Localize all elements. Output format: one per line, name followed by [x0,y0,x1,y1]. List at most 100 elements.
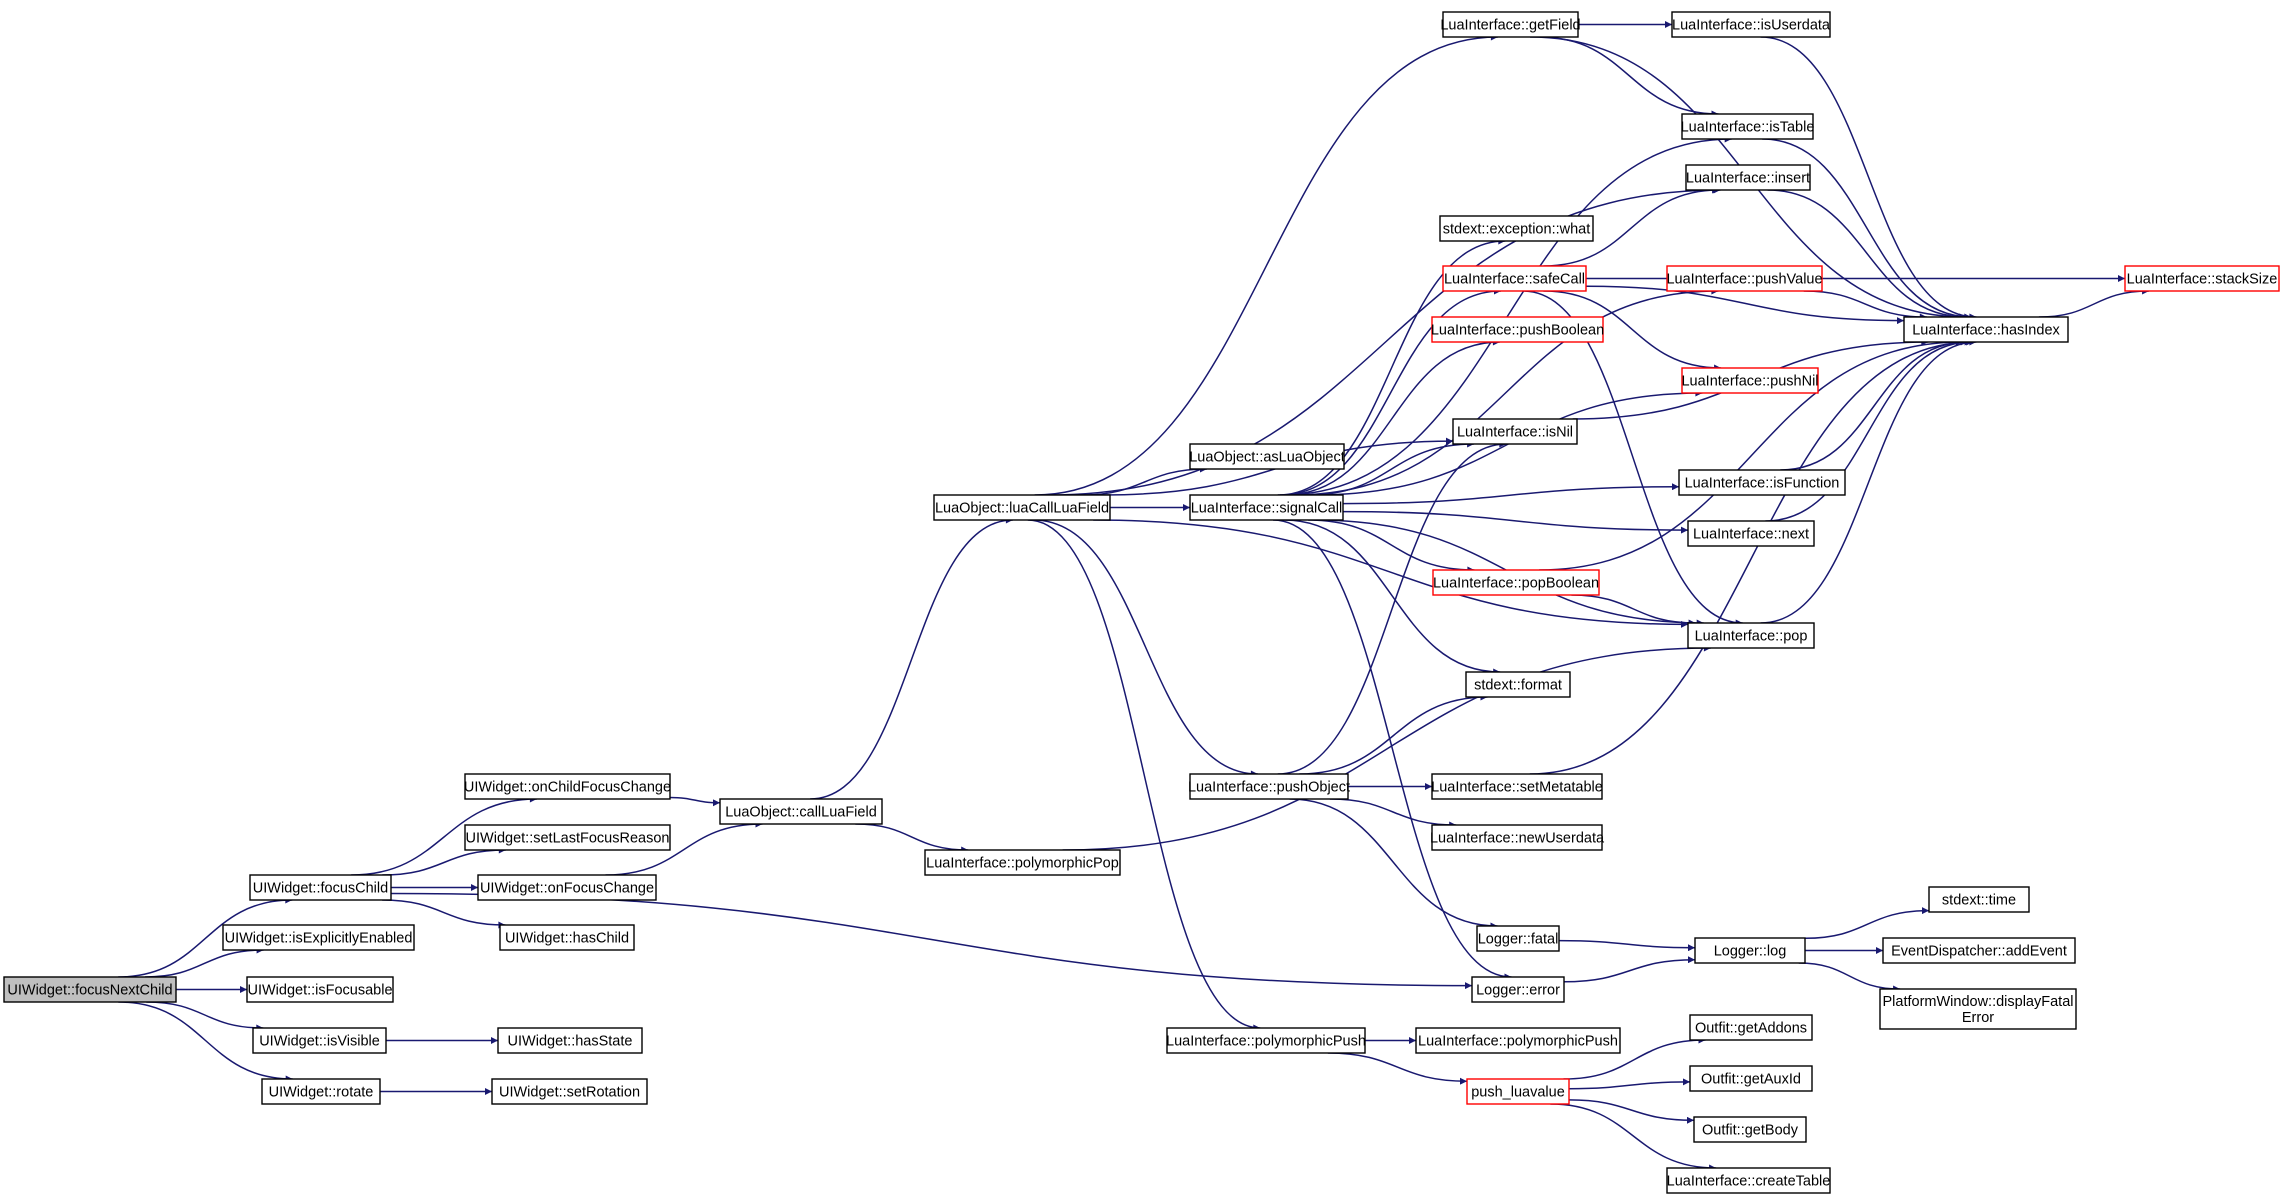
node-n13[interactable]: LuaInterface::polymorphicPop [924,849,1121,876]
node-n48[interactable]: EventDispatcher::addEvent [1882,937,2076,964]
node-n14[interactable]: LuaObject::luaCallLuaField [933,494,1111,521]
node-box[interactable] [1166,1027,1366,1054]
node-n11[interactable]: UIWidget::setRotation [491,1078,648,1105]
node-n23[interactable]: LuaInterface::isNil [1452,418,1578,445]
node-box[interactable] [1189,443,1345,470]
node-box[interactable] [1687,520,1815,547]
node-n46[interactable]: LuaInterface::stackSize [2124,265,2280,292]
node-box[interactable] [1666,1167,1831,1194]
node-n30[interactable]: LuaInterface::polymorphicPush [1415,1027,1621,1054]
node-n35[interactable]: LuaInterface::pushValue [1666,265,1823,292]
node-n40[interactable]: Logger::log [1694,937,1806,964]
node-box[interactable] [1431,824,1603,851]
node-n10[interactable]: UIWidget::hasState [497,1027,643,1054]
node-n18[interactable]: LuaInterface::polymorphicPush [1166,1027,1366,1054]
node-box[interactable] [1689,1014,1813,1041]
node-n25[interactable]: stdext::format [1465,671,1571,698]
node-n12[interactable]: LuaObject::callLuaField [719,798,883,825]
node-box[interactable] [464,824,671,851]
node-box[interactable] [499,924,635,951]
node-box[interactable] [1431,773,1603,800]
node-n43[interactable]: Outfit::getBody [1693,1116,1807,1143]
node-box[interactable] [1465,671,1571,698]
node-n8[interactable]: UIWidget::onFocusChange [477,874,657,901]
node-box[interactable] [1681,113,1814,140]
node-n0[interactable]: UIWidget::focusNextChild [3,976,177,1003]
node-n2[interactable]: UIWidget::isExplicitlyEnabled [222,924,415,951]
node-box[interactable] [1476,925,1560,952]
node-n17[interactable]: LuaInterface::pushObject [1188,773,1350,800]
node-n3[interactable]: UIWidget::isFocusable [246,976,394,1003]
node-n4[interactable]: UIWidget::isVisible [252,1027,387,1054]
node-n21[interactable]: LuaInterface::safeCall [1442,265,1587,292]
node-box[interactable] [222,924,415,951]
node-n19[interactable]: LuaInterface::getField [1440,11,1581,38]
node-n45[interactable]: LuaInterface::hasIndex [1903,316,2069,343]
node-box[interactable] [246,976,394,1003]
node-box-truncated[interactable] [1432,569,1600,596]
node-box[interactable] [1471,976,1565,1003]
node-box[interactable] [1685,164,1811,191]
node-n1[interactable]: UIWidget::focusChild [249,874,392,901]
node-n15[interactable]: LuaObject::asLuaObject [1189,443,1345,470]
node-box[interactable] [497,1027,643,1054]
node-n24[interactable]: LuaInterface::popBoolean [1432,569,1600,596]
node-n47[interactable]: stdext::time [1928,886,2030,913]
node-box-truncated[interactable] [2124,265,2280,292]
node-n44[interactable]: LuaInterface::createTable [1666,1167,1831,1194]
node-n29[interactable]: Logger::error [1471,976,1565,1003]
node-box[interactable] [924,849,1121,876]
node-box[interactable] [1903,316,2069,343]
node-box[interactable] [464,773,671,800]
node-n27[interactable]: LuaInterface::newUserdata [1430,824,1605,851]
node-box[interactable] [933,494,1111,521]
node-box[interactable] [1452,418,1578,445]
node-n39[interactable]: LuaInterface::pop [1687,622,1815,649]
node-box[interactable] [1689,1065,1813,1092]
node-n34[interactable]: LuaInterface::insert [1685,164,1811,191]
node-box[interactable] [477,874,657,901]
node-box-truncated[interactable] [1442,265,1587,292]
node-n31[interactable]: push_luavalue [1466,1078,1570,1105]
node-n16[interactable]: LuaInterface::signalCall [1189,494,1344,521]
node-n41[interactable]: Outfit::getAddons [1689,1014,1813,1041]
node-n28[interactable]: Logger::fatal [1476,925,1560,952]
node-box-truncated[interactable] [1431,316,1604,343]
node-n6[interactable]: UIWidget::onChildFocusChange [464,773,671,800]
node-box[interactable] [1189,773,1349,800]
node-n38[interactable]: LuaInterface::next [1687,520,1815,547]
node-box[interactable] [491,1078,648,1105]
node-box[interactable] [1439,215,1594,242]
node-box[interactable] [1415,1027,1621,1054]
node-n37[interactable]: LuaInterface::isFunction [1678,469,1846,496]
node-box[interactable] [1687,622,1815,649]
node-box-truncated[interactable] [1666,265,1823,292]
node-n22[interactable]: LuaInterface::pushBoolean [1431,316,1604,343]
node-box[interactable] [1189,494,1344,521]
node-n7[interactable]: UIWidget::setLastFocusReason [464,824,671,851]
node-box[interactable] [1693,1116,1807,1143]
node-box[interactable] [261,1078,381,1105]
node-n20[interactable]: stdext::exception::what [1439,215,1594,242]
node-box[interactable] [1678,469,1846,496]
node-box-truncated[interactable] [1466,1078,1570,1105]
node-n42[interactable]: Outfit::getAuxId [1689,1065,1813,1092]
node-n36[interactable]: LuaInterface::pushNil [1681,367,1819,394]
node-box[interactable] [1671,11,1831,38]
node-box[interactable] [1442,11,1579,38]
node-box[interactable] [1882,937,2076,964]
node-n33[interactable]: LuaInterface::isTable [1681,113,1815,140]
node-n9[interactable]: UIWidget::hasChild [499,924,635,951]
node-box[interactable] [249,874,392,901]
node-box[interactable] [1879,988,2077,1030]
node-n5[interactable]: UIWidget::rotate [261,1078,381,1105]
node-box[interactable] [719,798,883,825]
node-box[interactable] [252,1027,387,1054]
node-box[interactable] [1928,886,2030,913]
node-n26[interactable]: LuaInterface::setMetatable [1431,773,1603,800]
node-box-root[interactable] [3,976,177,1003]
node-box-truncated[interactable] [1681,367,1819,394]
node-box[interactable] [1694,937,1806,964]
node-n32[interactable]: LuaInterface::isUserdata [1671,11,1831,38]
